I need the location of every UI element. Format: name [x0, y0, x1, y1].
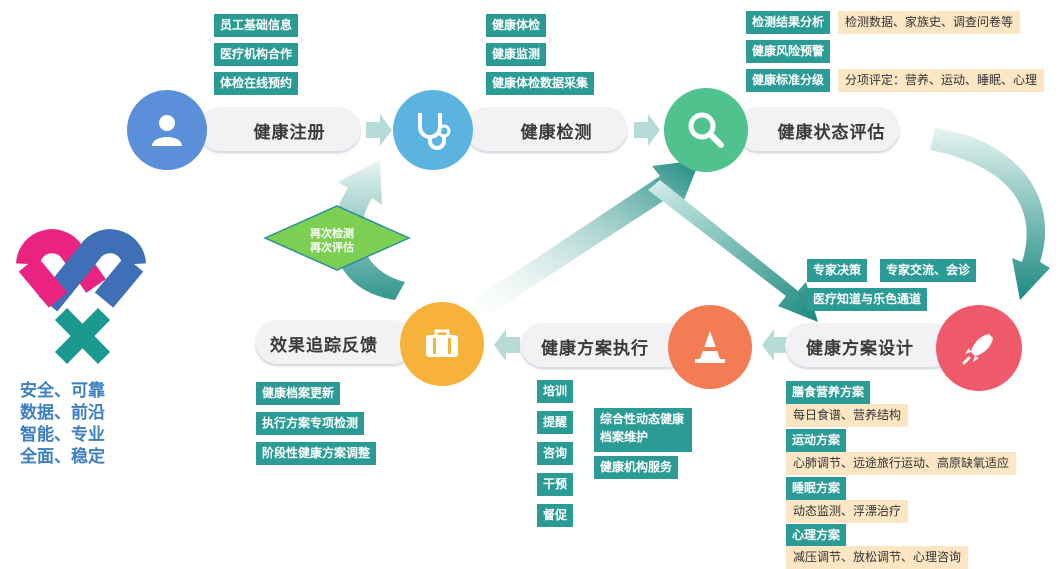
chevron-left-icon [762, 329, 788, 361]
briefcase-icon [400, 302, 484, 386]
user-icon [127, 90, 207, 170]
assess-tag-1: 检测结果分析 [746, 11, 831, 34]
plan-title-3: 睡眠方案 [786, 477, 847, 500]
stage-execute-pill[interactable]: 健康方案执行 [520, 323, 690, 369]
loop-diamond [263, 205, 411, 271]
detect-tag-2: 健康监测 [486, 43, 547, 66]
design-tag-3: 医疗知道与乐色通道 [807, 288, 928, 311]
rocket-icon [936, 305, 1022, 391]
execute-tag-2: 提醒 [537, 411, 574, 434]
slogan-line-3: 智能、专业 [20, 425, 105, 445]
design-tag-2: 专家交流、会诊 [880, 259, 977, 282]
chevron-left-icon [494, 329, 520, 361]
plan-detail-1: 每日食谱、营养结构 [786, 404, 909, 427]
execute-side-tag-2: 健康机构服务 [594, 456, 679, 479]
plan-title-4: 心理方案 [786, 524, 847, 547]
detect-tag-3: 健康体检数据采集 [486, 72, 595, 95]
plan-detail-2: 心肺调节、远途旅行运动、高原缺氧适应 [786, 452, 1017, 475]
stage-track-label: 效果追踪反馈 [270, 335, 378, 356]
assess-tag-3: 健康标准分级 [746, 69, 831, 92]
execute-side-tag-1: 综合性动态健康档案维护 [594, 408, 692, 452]
register-tag-1: 员工基础信息 [214, 14, 299, 37]
stage-design-label: 健康方案设计 [806, 338, 914, 359]
register-tag-2: 医疗机构合作 [214, 43, 299, 66]
execute-tag-1: 培训 [537, 380, 574, 403]
track-tag-3: 阶段性健康方案调整 [256, 442, 377, 465]
stage-design-pill[interactable]: 健康方案设计 [785, 323, 955, 369]
execute-tag-3: 咨询 [537, 442, 574, 465]
heart-logo-icon [16, 229, 146, 364]
stage-assess-pill[interactable]: 健康状态评估 [735, 107, 900, 153]
slogan-line-4: 全面、稳定 [20, 447, 105, 467]
assess-note-2: 分项评定：营养、运动、睡眠、心理 [838, 69, 1045, 92]
stethoscope-icon [393, 90, 473, 170]
stage-register-label: 健康注册 [253, 122, 326, 143]
execute-tag-4: 干预 [537, 473, 574, 496]
assess-note-1: 检测数据、家族史、调查问卷等 [838, 11, 1021, 34]
assess-tag-2: 健康风险预警 [746, 40, 831, 63]
plan-detail-4: 减压调节、放松调节、心理咨询 [786, 546, 969, 569]
stage-detect-label: 健康检测 [520, 122, 593, 143]
register-tag-3: 体检在线预约 [214, 72, 299, 95]
chevron-right-icon [634, 114, 660, 146]
track-tag-2: 执行方案专项检测 [256, 412, 365, 435]
design-tag-1: 专家决策 [807, 259, 868, 282]
loop-label-1: 再次检测 [310, 227, 354, 240]
execute-tag-5: 督促 [537, 504, 574, 527]
cone-icon [668, 305, 752, 389]
plan-title-2: 运动方案 [786, 429, 847, 452]
stage-execute-label: 健康方案执行 [541, 338, 649, 359]
track-tag-1: 健康档案更新 [256, 382, 341, 405]
detect-tag-1: 健康体检 [486, 14, 547, 37]
magnifier-icon [664, 88, 748, 172]
chevron-right-icon [366, 114, 392, 146]
stage-assess-label: 健康状态评估 [777, 122, 886, 143]
plan-detail-3: 动态监测、浮漂治疗 [786, 500, 909, 523]
stage-track-pill[interactable]: 效果追踪反馈 [255, 320, 415, 366]
slogan-line-1: 安全、可靠 [20, 381, 105, 401]
stage-register-pill[interactable]: 健康注册 [198, 107, 361, 153]
plan-title-1: 膳食营养方案 [786, 381, 871, 404]
stage-detect-pill[interactable]: 健康检测 [465, 107, 628, 153]
loop-label-2: 再次评估 [310, 241, 354, 254]
slogan-line-2: 数据、前沿 [20, 403, 105, 423]
